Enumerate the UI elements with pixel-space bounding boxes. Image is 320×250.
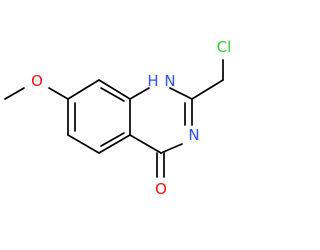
bond-c2-ch2 <box>191 79 224 100</box>
ring-nh-nitrogen-label: N <box>164 72 175 90</box>
bond-c8-c8a-inner <box>100 87 125 102</box>
methoxy-oxygen-label: O <box>31 72 43 90</box>
bond-layer <box>4 59 224 178</box>
bond-methyl-oxygen <box>4 87 25 100</box>
ring-n-label: N <box>188 126 199 144</box>
bond-n1-c2 <box>169 87 193 100</box>
bond-c8-c8a <box>98 79 131 100</box>
bond-c5-c6 <box>67 134 100 154</box>
carbonyl-oxygen-label: O <box>155 180 167 198</box>
atom-label-layer: Cl O H N N O <box>31 38 231 198</box>
bond-c4a-c5-inner <box>100 132 125 147</box>
chlorine-label: Cl <box>217 38 232 56</box>
molecule-structure: Cl O H N N O <box>4 38 231 198</box>
ring-nh-hydrogen-label: H <box>147 72 158 90</box>
bond-c8a-n1 <box>129 87 150 100</box>
bond-oxygen-ring <box>48 87 69 100</box>
bond-n3-c4 <box>160 143 183 154</box>
bond-c7-c8 <box>67 79 100 100</box>
bond-c4a-c5 <box>98 134 131 154</box>
bond-c4-c4a <box>129 134 162 154</box>
